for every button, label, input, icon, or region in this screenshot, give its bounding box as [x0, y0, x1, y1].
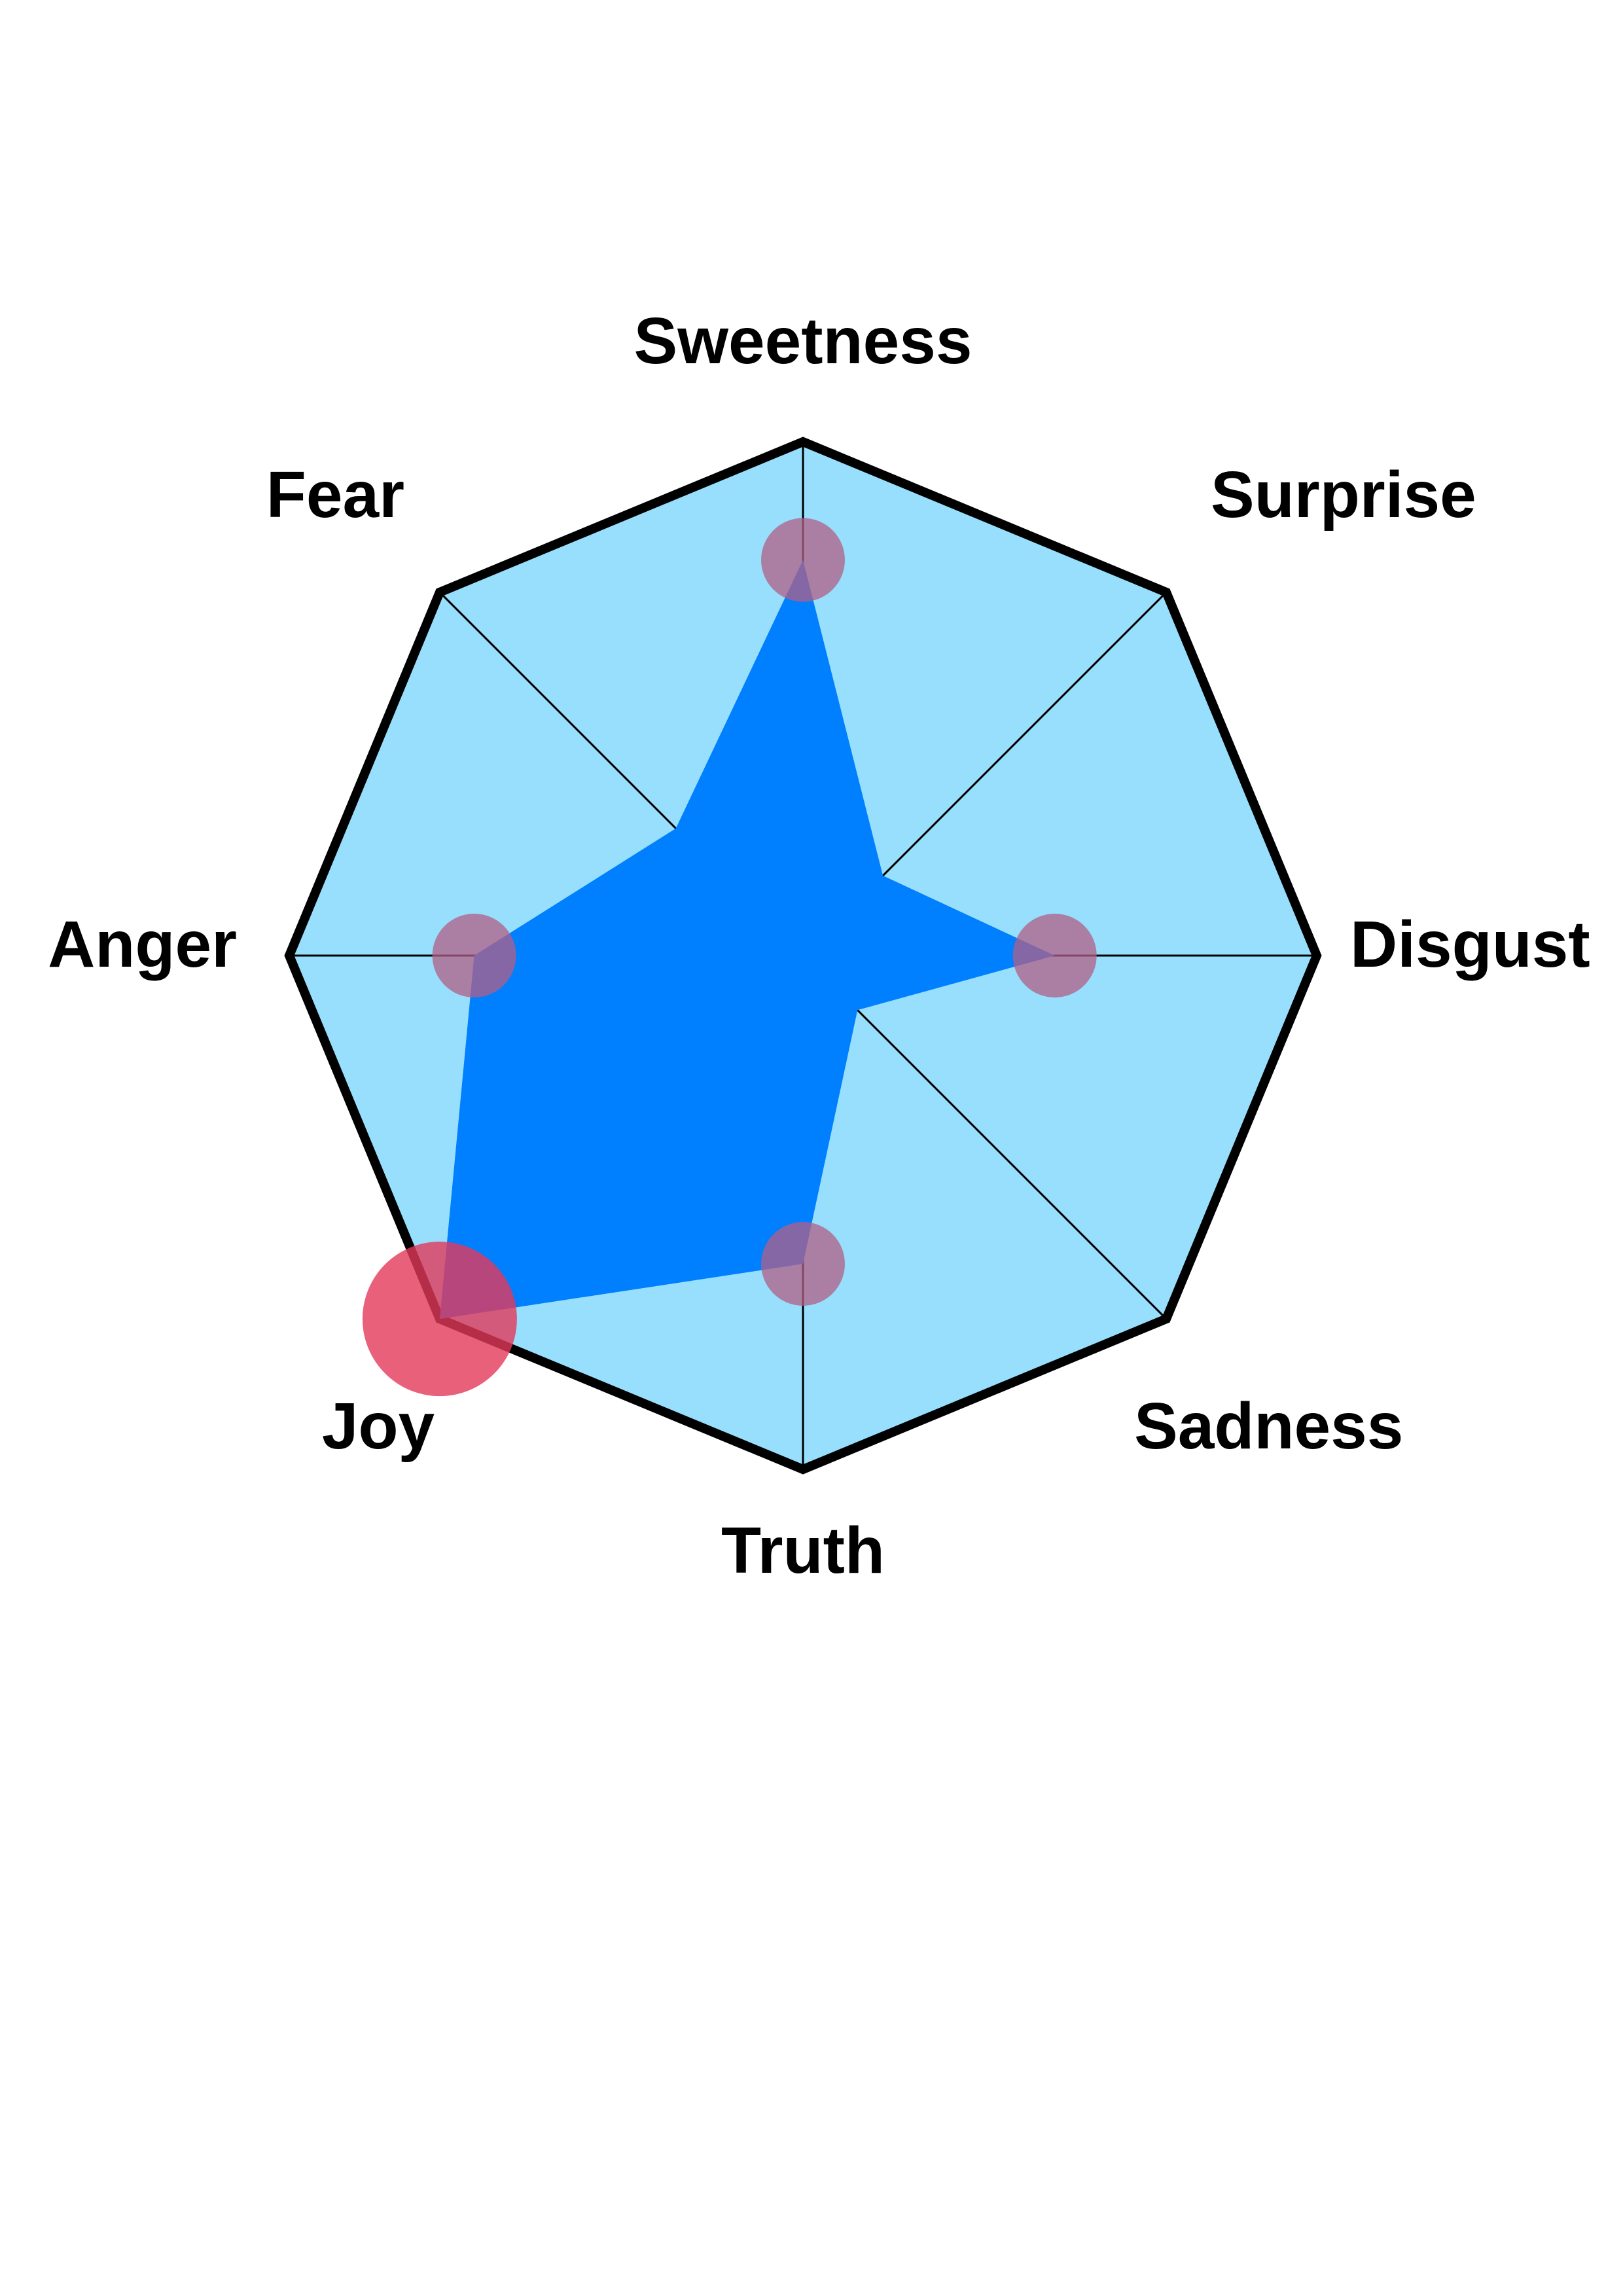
- marker-truth: [761, 1222, 845, 1306]
- marker-disgust: [1012, 914, 1097, 997]
- radar-outline: [284, 437, 1322, 1475]
- spoke-sadness: [802, 954, 1168, 1320]
- axis-label-sadness: Sadness: [1134, 1390, 1403, 1463]
- marker-sweetness: [761, 518, 845, 602]
- axis-label-joy: Joy: [322, 1390, 435, 1463]
- axis-label-sweetness: Sweetness: [634, 304, 972, 378]
- axis-label-anger: Anger: [48, 908, 237, 981]
- data-polygon: [439, 560, 1055, 1319]
- axis-label-truth: Truth: [721, 1514, 885, 1587]
- marker-joy: [362, 1242, 517, 1397]
- data-markers: [362, 518, 1097, 1397]
- axis-label-disgust: Disgust: [1350, 908, 1590, 981]
- axis-label-fear: Fear: [266, 458, 404, 531]
- axis-label-surprise: Surprise: [1211, 458, 1476, 531]
- marker-anger: [432, 914, 516, 997]
